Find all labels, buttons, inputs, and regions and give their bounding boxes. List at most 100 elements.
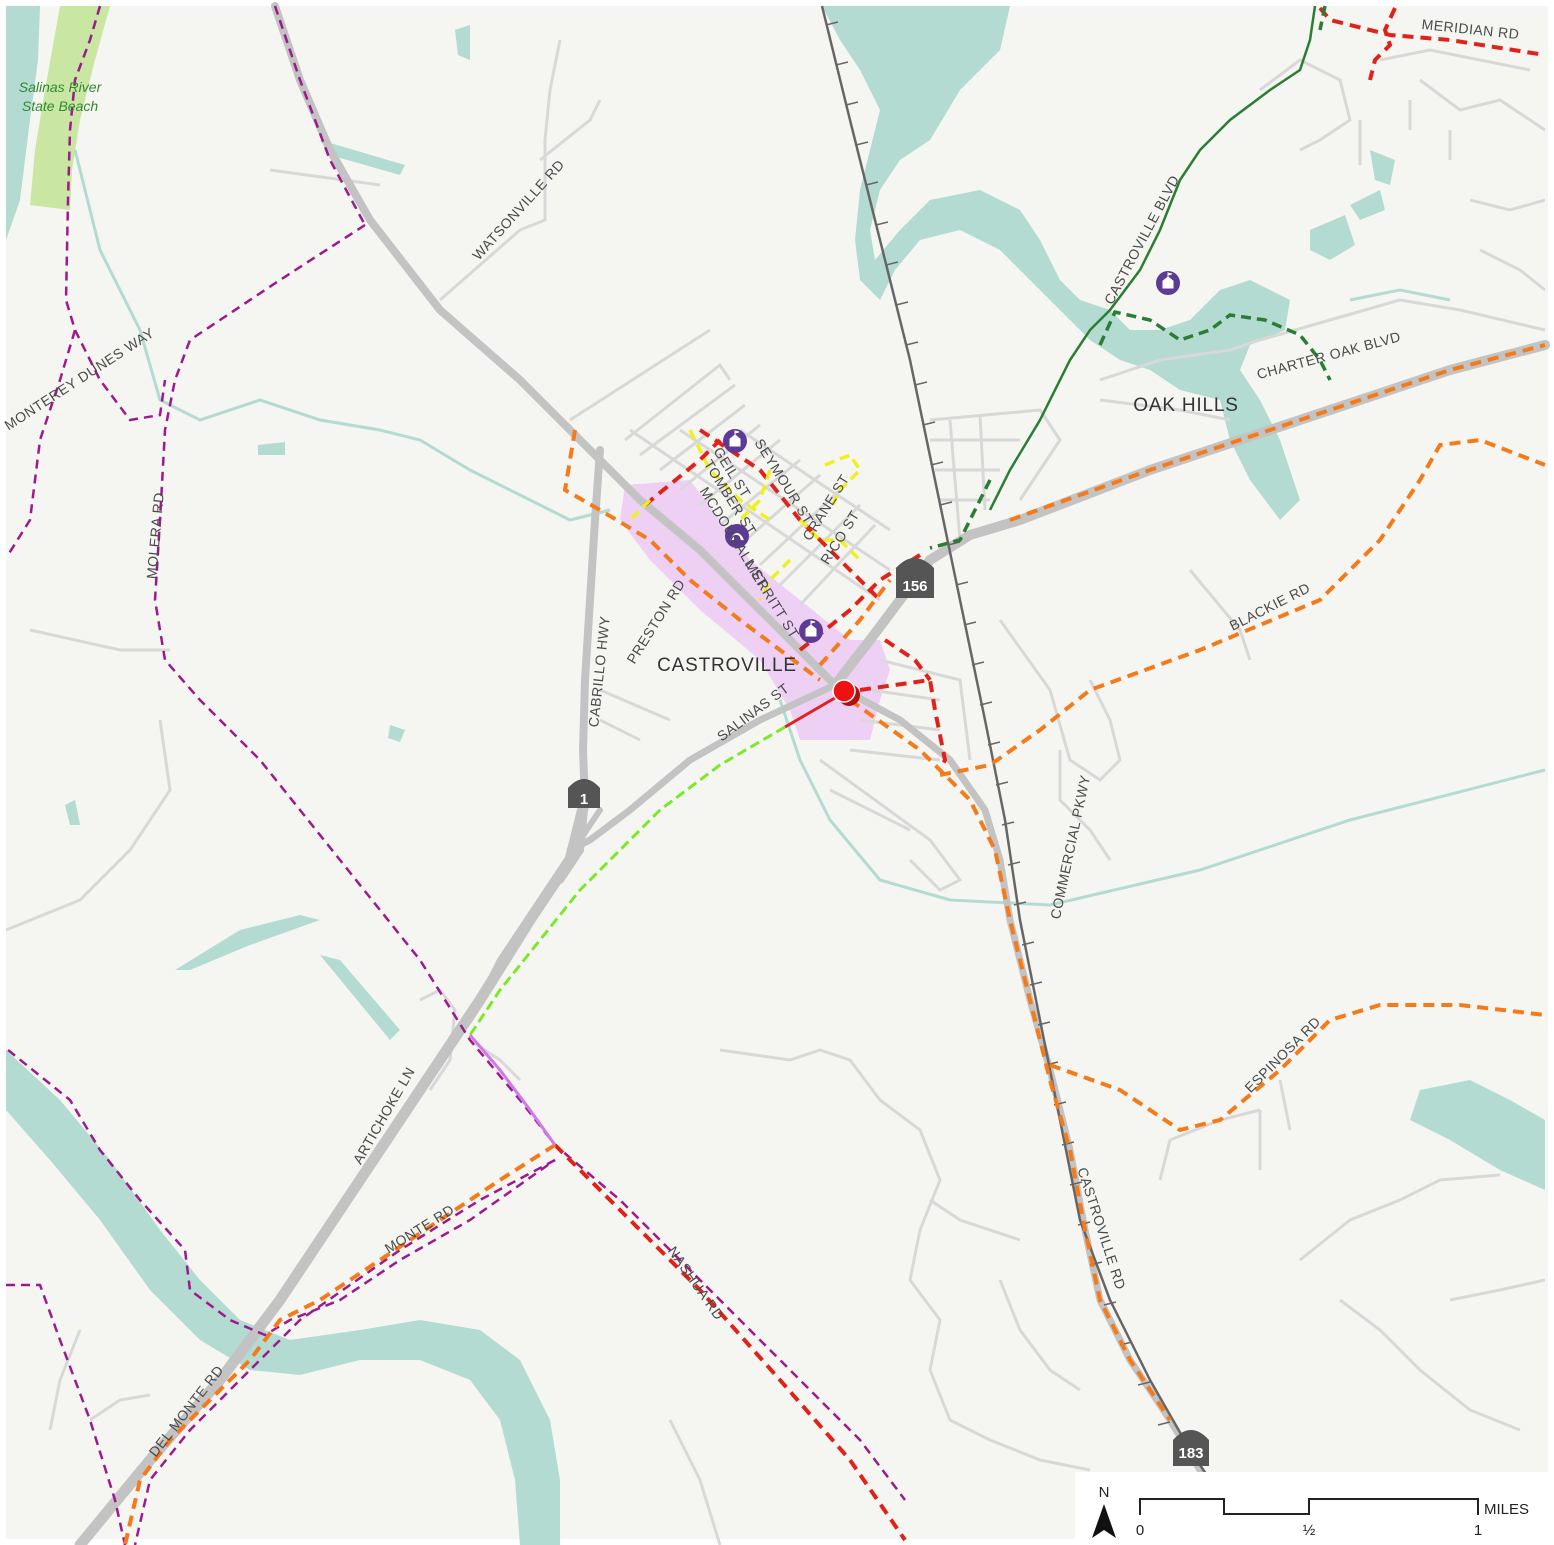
street — [1299, 1173, 1501, 1262]
street — [719, 1048, 1091, 1472]
north-arrow-label: N — [1099, 1484, 1110, 1501]
place-label-oak-hills: OAK HILLS — [1133, 395, 1238, 416]
north-arrow-icon: N — [1092, 1484, 1116, 1538]
freeway-del-monte — [467, 807, 603, 1023]
green-trail-dashed-2 — [929, 479, 992, 550]
pond-5 — [320, 140, 405, 175]
street — [1379, 48, 1531, 72]
shield-hwy183-shape — [1173, 1430, 1209, 1466]
street — [629, 428, 881, 602]
shield-hwy156-shape — [896, 558, 934, 598]
red-route-meridian-2 — [1368, 7, 1397, 81]
railroad — [820, 5, 1212, 1481]
pond-4 — [455, 25, 470, 60]
street — [29, 628, 170, 652]
red-route-salinas — [784, 693, 841, 729]
street — [1469, 198, 1546, 212]
pond-7 — [65, 800, 80, 825]
freeway-1-ramp — [566, 681, 839, 854]
purple-route-west — [6, 5, 102, 556]
lagoon-west — [175, 915, 320, 970]
location-pin-icon[interactable] — [832, 679, 860, 706]
shield-hwy1: 1 — [568, 779, 600, 808]
street — [1479, 248, 1546, 292]
scale-tick-1: 1 — [1474, 1522, 1482, 1539]
street — [668, 1419, 722, 1545]
street — [998, 619, 1122, 782]
school-icon[interactable] — [1156, 271, 1180, 295]
street — [48, 1329, 82, 1431]
shield-hwy1-label: 1 — [580, 791, 588, 808]
street — [849, 748, 941, 762]
street — [1419, 78, 1546, 132]
school-icon[interactable] — [723, 429, 747, 453]
street — [89, 1393, 151, 1422]
street — [1188, 569, 1252, 661]
street — [1259, 58, 1352, 152]
red-route-town-2 — [643, 438, 722, 507]
street — [879, 658, 972, 761]
pond-2 — [1350, 190, 1385, 220]
street — [1449, 1278, 1546, 1302]
red-route-nashua — [553, 1143, 907, 1542]
yellow-route-1 — [688, 429, 771, 522]
yellow-route-2 — [738, 469, 772, 522]
school-icon-glyph — [805, 620, 817, 637]
street — [739, 473, 821, 547]
school-icon-glyph — [1162, 272, 1174, 289]
railroad-line — [820, 5, 1212, 1481]
street — [419, 988, 457, 1091]
purple-route-south — [133, 1158, 556, 1545]
yellow-route-4 — [798, 518, 862, 562]
scale-bar-panel — [1075, 1472, 1548, 1542]
street — [1099, 398, 1231, 422]
library-icon[interactable] — [725, 524, 749, 548]
street — [998, 1279, 1081, 1392]
school-icon-glyph — [729, 430, 741, 447]
orange-route-monte — [123, 1143, 557, 1545]
street — [859, 718, 941, 732]
orange-route-town — [562, 429, 822, 682]
library-icon-bg — [725, 524, 749, 548]
green-trail-castroville-blvd — [988, 5, 1317, 511]
north-arrow-shape — [1092, 1504, 1116, 1538]
state-beach-park — [30, 6, 110, 210]
street — [929, 1198, 1021, 1242]
ocean — [6, 6, 40, 240]
green-trail-dashed-3 — [1098, 309, 1332, 381]
violet-route-segment — [468, 1034, 557, 1146]
school-icon[interactable] — [799, 619, 823, 643]
shield-hwy156: 156 — [896, 558, 934, 598]
yellow-route-3 — [824, 452, 863, 511]
shield-hwy183-label: 183 — [1178, 1445, 1203, 1462]
slough-north — [822, 6, 1300, 520]
purple-route-dunes — [73, 329, 167, 422]
street — [639, 383, 736, 457]
railroad-ticks — [825, 21, 1171, 1426]
street — [539, 99, 602, 162]
orange-routes — [123, 343, 1546, 1545]
location-pin-dot — [832, 679, 856, 703]
street — [1058, 750, 1112, 861]
street — [624, 362, 732, 442]
orange-route-183 — [848, 698, 1172, 1422]
street — [599, 718, 641, 742]
street — [929, 408, 1062, 501]
park-label-line2: State Beach — [22, 98, 98, 114]
road-label-molera: MOLERA RD — [143, 492, 167, 580]
street — [699, 438, 781, 507]
scale-bar: N 0 ½ 1 MILES — [1075, 1472, 1548, 1542]
yellow-routes — [628, 429, 863, 601]
street — [439, 39, 562, 302]
shield-hwy183: 183 — [1173, 1430, 1209, 1466]
place-label-castroville: CASTROVILLE — [657, 655, 797, 676]
street — [719, 458, 801, 527]
purple-routes — [6, 5, 906, 1545]
street — [1099, 298, 1546, 382]
street — [829, 788, 911, 832]
local-streets — [5, 39, 1546, 1545]
lime-route-salinas — [468, 725, 786, 1036]
shield-hwy1-shape — [568, 779, 600, 808]
scale-bar-line — [1139, 1498, 1479, 1515]
